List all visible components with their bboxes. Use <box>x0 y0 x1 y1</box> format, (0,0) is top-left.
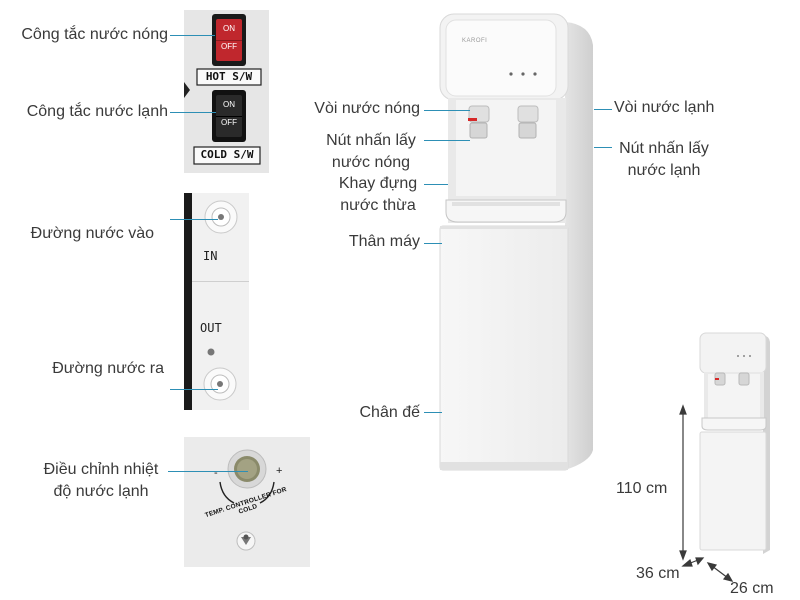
water-inlet-fitting <box>204 200 238 234</box>
label-cold-switch: Công tắc nước lạnh <box>26 103 168 120</box>
leader-hot-tap <box>424 110 470 111</box>
label-hot-button: Nút nhấn lấy nước nóng <box>316 130 426 174</box>
temp-control-knob <box>227 449 267 489</box>
leader-cold-tap <box>594 109 612 110</box>
temp-controller-detail-panel: - + TEMP. CONTROLLER FOR COLD <box>184 437 310 567</box>
depth-dimension: 26 cm <box>730 580 774 597</box>
hot-switch-caption: HOT S/W <box>205 70 253 83</box>
cold-switch <box>212 90 246 142</box>
height-dimension: 110 cm <box>616 480 668 497</box>
cold-switch-caption: COLD S/W <box>200 148 254 161</box>
label-cold-tap: Vòi nước lạnh <box>614 99 715 116</box>
leader-cold-switch <box>170 112 216 113</box>
label-hot-button-line2: nước nóng <box>331 154 411 171</box>
label-cold-button: Nút nhấn lấy nước lạnh <box>608 138 720 182</box>
label-temp-adjust-line1: Điều chỉnh nhiệt <box>43 461 159 478</box>
hot-switch-off-text: OFF <box>221 42 237 51</box>
cold-switch-off-text: OFF <box>221 118 237 127</box>
temp-minus-sign: - <box>214 467 218 479</box>
drip-tray <box>445 199 567 223</box>
label-temp-adjust: Điều chỉnh nhiệt độ nước lạnh <box>36 459 166 503</box>
hot-water-tap <box>468 105 490 139</box>
label-drip-tray-line2: nước thừa <box>340 197 416 214</box>
leader-drip-tray <box>424 184 448 185</box>
label-hot-tap: Vòi nước nóng <box>314 100 420 117</box>
mounting-screw <box>236 531 256 551</box>
water-outlet-fitting <box>203 367 237 401</box>
label-water-out: Đường nước ra <box>52 360 164 377</box>
leader-cold-button <box>594 147 612 148</box>
switch-detail-panel: ON OFF HOT S/W ON OFF COLD S/W <box>184 10 269 173</box>
cold-switch-on-text: ON <box>223 100 235 109</box>
leader-base <box>424 412 442 413</box>
leader-hot-button <box>424 140 470 141</box>
label-drip-tray-line1: Khay đựng <box>338 175 418 192</box>
leader-hot-switch <box>170 35 215 36</box>
label-hot-button-line1: Nút nhấn lấy <box>326 132 416 149</box>
water-port-detail-panel: IN OUT <box>184 193 249 410</box>
label-body: Thân máy <box>348 233 420 250</box>
label-cold-button-line2: nước lạnh <box>627 162 701 179</box>
width-dimension: 36 cm <box>636 565 680 582</box>
brand-mark: KAROFI <box>462 38 488 44</box>
inlet-label: IN <box>203 249 218 263</box>
hot-switch <box>212 14 246 66</box>
label-water-in: Đường nước vào <box>30 225 154 242</box>
label-drip-tray: Khay đựng nước thừa <box>326 173 430 217</box>
label-base: Chân đế <box>359 404 421 421</box>
dispenser-body <box>439 225 569 471</box>
outlet-label: OUT <box>200 321 222 335</box>
leader-water-out <box>170 389 218 390</box>
label-hot-switch: Công tắc nước nóng <box>21 26 168 43</box>
hot-switch-on-text: ON <box>223 24 235 33</box>
label-temp-adjust-line2: độ nước lạnh <box>53 483 149 500</box>
label-cold-button-line1: Nút nhấn lấy <box>619 140 709 157</box>
leader-temp-adjust <box>168 471 248 472</box>
leader-body <box>424 243 442 244</box>
leader-water-in <box>170 219 218 220</box>
temp-plus-sign: + <box>276 465 283 477</box>
cold-water-tap <box>517 105 539 139</box>
